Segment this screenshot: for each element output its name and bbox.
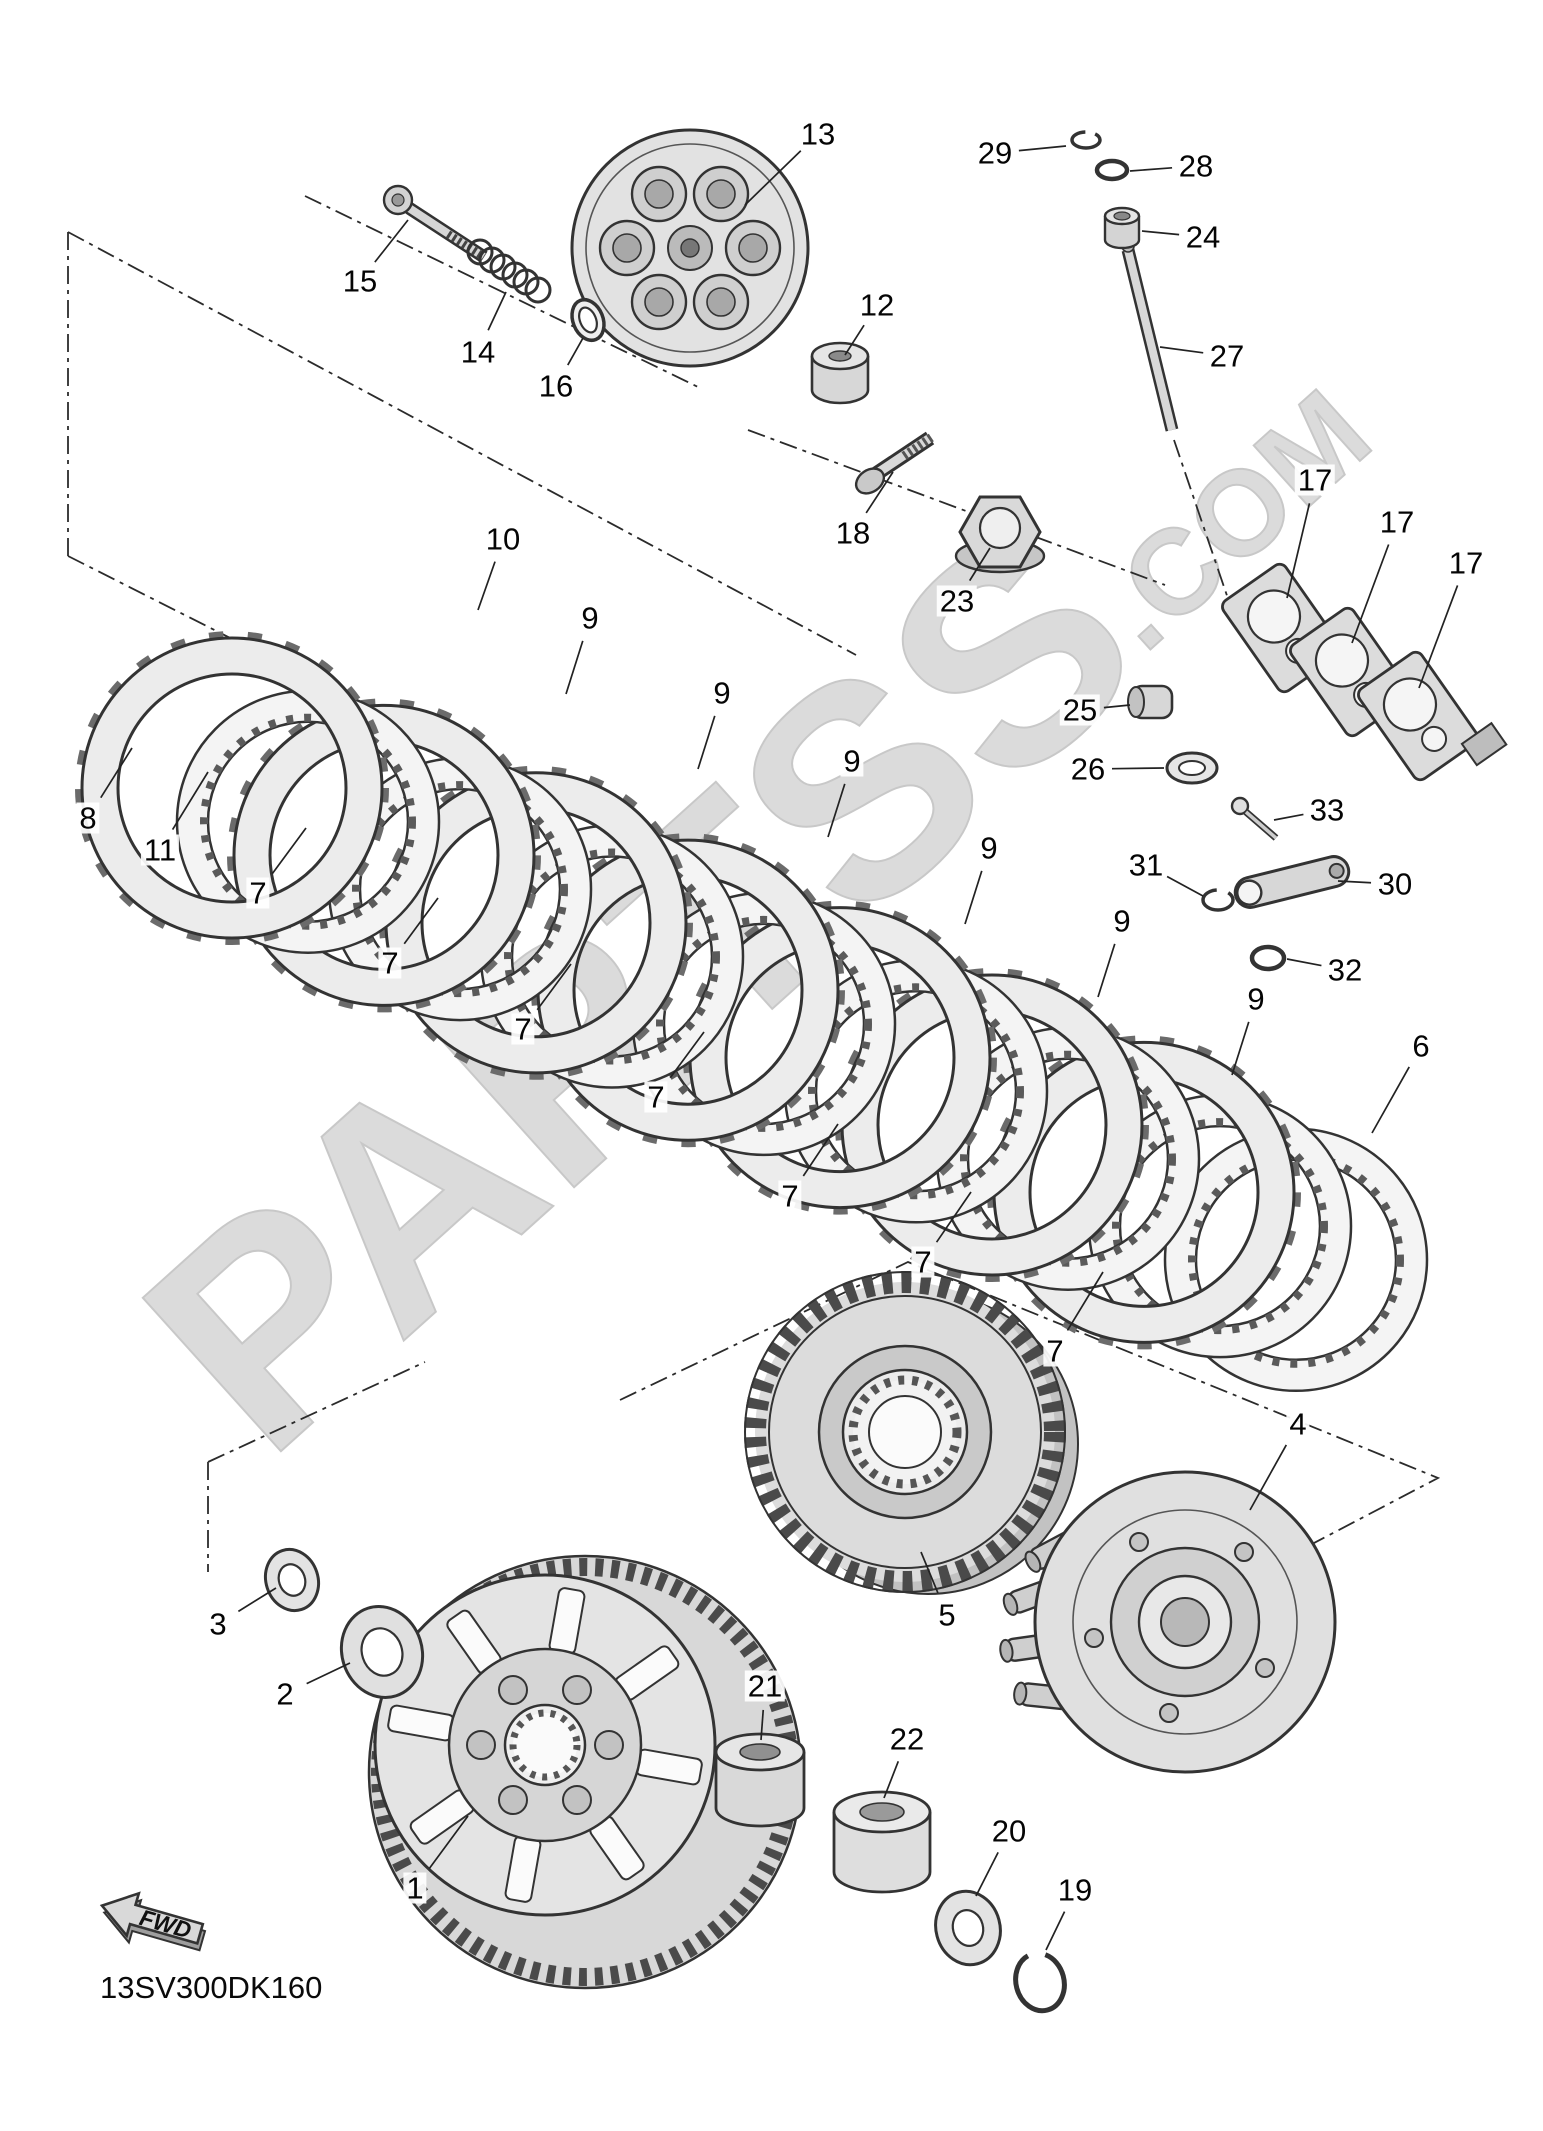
washer-20	[934, 1889, 1002, 1967]
leader-line	[1159, 346, 1204, 354]
leader-line	[1166, 875, 1204, 897]
damper-plate-17c	[1357, 650, 1508, 782]
leader-line	[1018, 145, 1067, 152]
leader-line	[1286, 958, 1322, 967]
leader-line	[1103, 704, 1131, 709]
leader-line	[428, 1815, 469, 1870]
washer-16	[570, 297, 606, 343]
leader-line	[968, 547, 991, 582]
fwd-arrow: FWD	[99, 1891, 207, 1952]
washer-28	[1094, 158, 1130, 182]
leader-line	[487, 291, 507, 331]
leader-line	[760, 1709, 765, 1741]
leader-line	[567, 337, 584, 366]
push-lever	[1233, 855, 1351, 909]
spacer-12	[810, 341, 870, 405]
leader-line	[975, 1852, 999, 1897]
leader-line	[697, 715, 716, 770]
leader-line	[865, 471, 894, 514]
clutch-plate-stack	[75, 631, 1429, 1393]
leader-line	[1249, 1444, 1288, 1511]
circlip-19	[1013, 1950, 1067, 2014]
leader-line	[536, 963, 572, 1011]
clutch-spring-plate	[570, 128, 810, 368]
screw-33	[1230, 796, 1279, 841]
leader-line	[477, 561, 496, 611]
push-rod	[1121, 239, 1179, 432]
leader-line	[883, 1761, 900, 1799]
construction-lines	[67, 195, 1441, 1629]
leader-line	[827, 783, 846, 838]
bolt-18	[854, 431, 935, 495]
leader-line	[1418, 585, 1459, 689]
leader-line	[1351, 544, 1390, 644]
washer-3	[263, 1547, 321, 1613]
leader-line	[1286, 503, 1311, 599]
circlip-29	[1070, 130, 1102, 150]
leader-line	[1111, 767, 1165, 770]
friction-plate	[75, 631, 389, 945]
leader-line	[935, 1191, 972, 1243]
leader-line	[1141, 230, 1180, 236]
bearing-25	[1127, 684, 1174, 720]
clutch-boss	[744, 1271, 1079, 1595]
clutch-spring	[466, 238, 552, 304]
pressure-plate	[999, 1470, 1337, 1774]
leader-line	[565, 640, 584, 695]
housing-windows	[387, 1587, 703, 1903]
part-code: 13SV300DK160	[100, 1970, 322, 2005]
leader-lines	[100, 145, 1459, 1951]
leader-line	[669, 1031, 705, 1079]
nut-23	[954, 495, 1046, 574]
cup-24	[1103, 206, 1141, 250]
leader-line	[237, 1587, 277, 1613]
leader-line	[920, 1551, 939, 1594]
leader-line	[1097, 943, 1116, 998]
leader-line	[374, 219, 409, 263]
leader-line	[1045, 1911, 1066, 1951]
leader-line	[403, 897, 439, 945]
leader-line	[1371, 1066, 1410, 1134]
leader-line	[306, 1662, 351, 1685]
circlip-31	[1201, 888, 1235, 912]
leader-line	[171, 771, 209, 831]
leader-line	[964, 870, 983, 925]
leader-line	[1066, 1271, 1104, 1331]
leader-line	[271, 827, 307, 875]
leader-line	[100, 747, 133, 799]
leader-line	[844, 324, 865, 356]
collar-21	[714, 1732, 806, 1828]
leader-line	[1273, 813, 1304, 821]
spacer-22	[832, 1790, 932, 1894]
leader-line	[1231, 1021, 1250, 1076]
leader-line	[802, 1123, 839, 1177]
washer-26	[1165, 751, 1219, 785]
washer-2	[339, 1605, 425, 1699]
o-ring-32	[1249, 944, 1287, 972]
clutch-spring-bolt	[382, 184, 488, 263]
leader-line	[1129, 166, 1173, 172]
leader-line	[744, 150, 802, 206]
leader-line	[1337, 880, 1372, 884]
